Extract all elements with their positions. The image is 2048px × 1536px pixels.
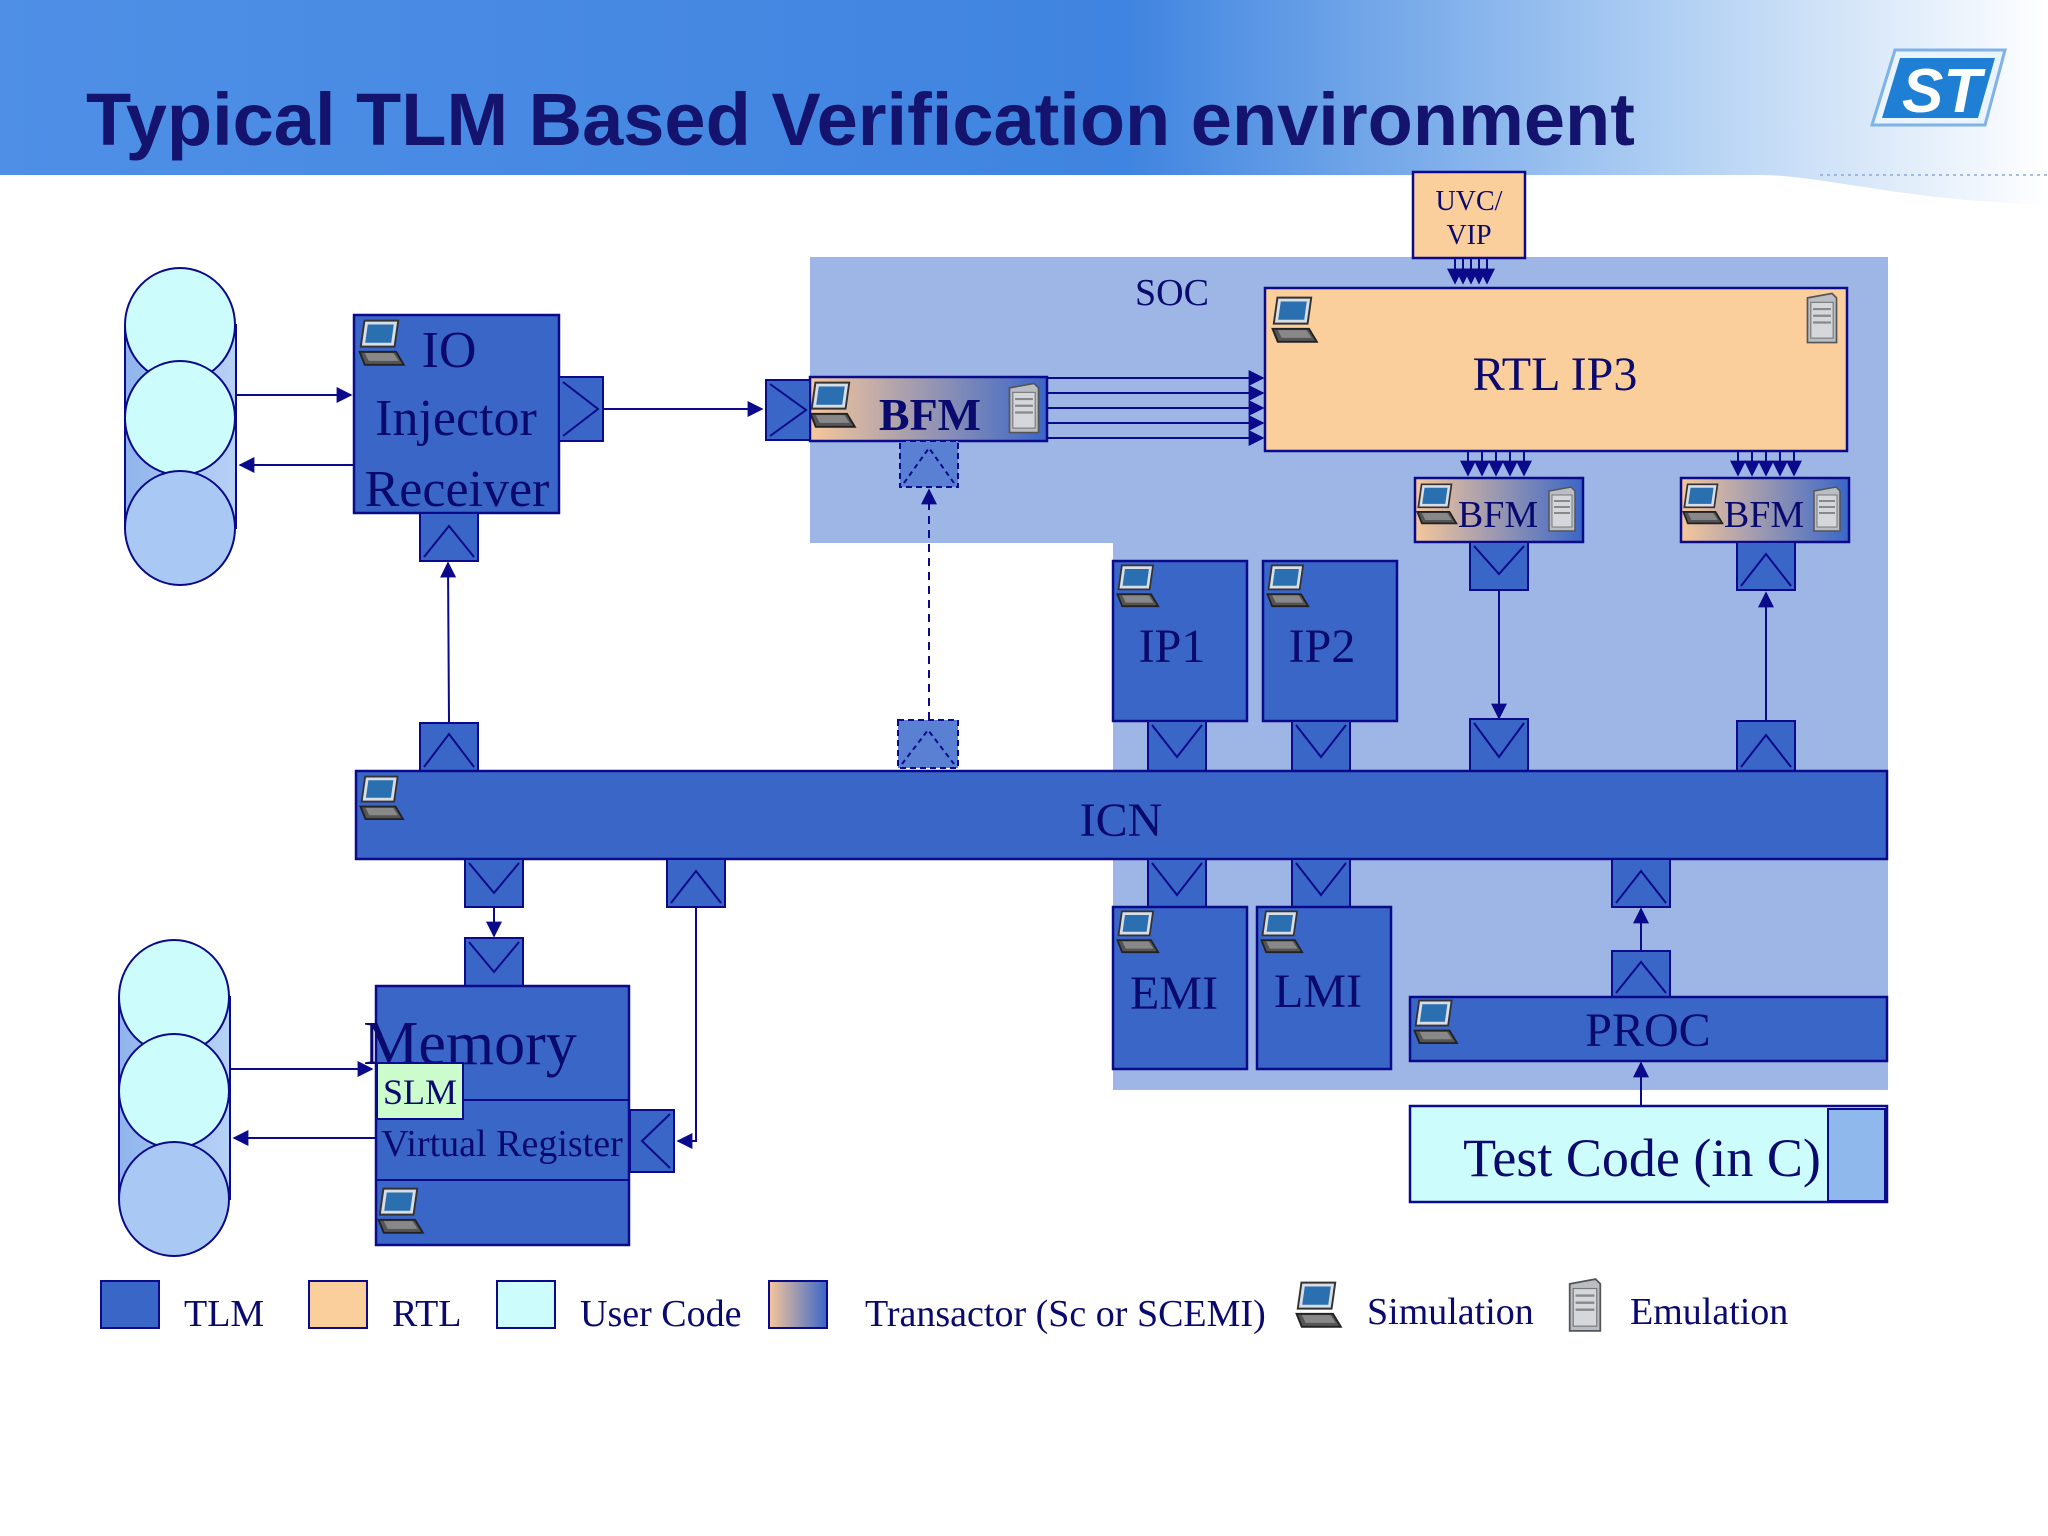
ip1-label: IP1 bbox=[1139, 620, 1206, 673]
test-code-label: Test Code (in C) bbox=[1463, 1128, 1821, 1188]
vip-label: VIP bbox=[1446, 220, 1491, 251]
lmi-label: LMI bbox=[1274, 965, 1362, 1018]
emulation-server-icon bbox=[1547, 485, 1577, 533]
bfm-main-label: BFM bbox=[879, 389, 981, 440]
page-title: Typical TLM Based Verification environme… bbox=[86, 78, 1635, 161]
bfm-to-rtl-arrows bbox=[1047, 370, 1265, 446]
bfm-main-port bbox=[765, 379, 811, 441]
st-logo-text: ST bbox=[1902, 57, 1986, 126]
legend-swatch-tlm bbox=[100, 1280, 160, 1329]
legend-simulation-label: Simulation bbox=[1367, 1291, 1534, 1333]
memory-right-port bbox=[629, 1109, 675, 1173]
receiver-label: Receiver bbox=[365, 461, 550, 518]
icn-to-io-link bbox=[440, 561, 457, 724]
io-injector-block: IO Injector Receiver bbox=[352, 313, 561, 518]
memory-top-port bbox=[464, 937, 524, 987]
uvc-label: UVC/ bbox=[1436, 186, 1503, 217]
legend: TLM RTL User Code Transactor (Sc or SCEM… bbox=[100, 1277, 1788, 1335]
icn-bottom-ports bbox=[464, 858, 1671, 908]
memory-block: Memory SLM Virtual Register bbox=[363, 984, 631, 1247]
virtual-register-label: Virtual Register bbox=[381, 1123, 623, 1165]
legend-simulation-laptop-icon bbox=[1295, 1281, 1342, 1328]
legend-user-code-label: User Code bbox=[580, 1293, 741, 1335]
rtl-to-bfm-arrows bbox=[1460, 451, 1802, 477]
icn-dashed-port bbox=[897, 719, 959, 769]
legend-rtl-label: RTL bbox=[392, 1293, 462, 1335]
icn-to-register-link bbox=[676, 907, 697, 1149]
emi-block: EMI bbox=[1111, 905, 1249, 1071]
emulation-server-icon bbox=[1806, 292, 1838, 344]
user-code-stack-bottom bbox=[118, 939, 231, 1257]
rtl-ip3-block: RTL IP3 bbox=[1263, 286, 1849, 453]
proc-label: PROC bbox=[1585, 1004, 1710, 1057]
legend-emulation-server-icon bbox=[1568, 1277, 1602, 1333]
io-label: IO bbox=[422, 322, 477, 379]
icn-bus: ICN bbox=[354, 769, 1889, 861]
test-code-block: Test Code (in C) bbox=[1408, 1104, 1889, 1204]
bfm-ip3-left: BFM bbox=[1413, 476, 1585, 544]
uvc-vip-box: UVC/ VIP bbox=[1411, 170, 1527, 260]
io-injector-right-port bbox=[558, 376, 604, 442]
ip2-label: IP2 bbox=[1289, 620, 1356, 673]
bfm-ip3-left-port bbox=[1469, 541, 1529, 591]
icn-top-ports bbox=[419, 718, 1796, 772]
injector-label: Injector bbox=[375, 390, 537, 447]
bfm-main: BFM bbox=[808, 375, 1049, 443]
slm-label: SLM bbox=[383, 1072, 457, 1112]
bfm-ip3-right-port bbox=[1736, 541, 1796, 591]
emi-label: EMI bbox=[1130, 967, 1218, 1020]
legend-transactor-label: Transactor (Sc or SCEMI) bbox=[865, 1293, 1266, 1335]
proc-block: PROC bbox=[1408, 995, 1889, 1063]
legend-swatch-rtl bbox=[308, 1280, 368, 1329]
bfm-ip3-right: BFM bbox=[1679, 476, 1851, 544]
legend-swatch-transactor bbox=[768, 1280, 828, 1329]
uvc-bus-arrows bbox=[1447, 258, 1495, 285]
bfm-ip3-right-label: BFM bbox=[1724, 494, 1804, 536]
lmi-block: LMI bbox=[1255, 905, 1393, 1071]
icn-label: ICN bbox=[1080, 794, 1163, 847]
header-banner bbox=[0, 0, 2048, 205]
legend-emulation-label: Emulation bbox=[1630, 1291, 1788, 1333]
bfm-ip3-left-label: BFM bbox=[1458, 494, 1538, 536]
ip2-block: IP2 bbox=[1261, 559, 1399, 723]
user-code-stack-top bbox=[124, 267, 237, 586]
proc-port bbox=[1611, 950, 1671, 998]
emulation-server-icon bbox=[1812, 485, 1842, 533]
io-injector-bottom-port bbox=[419, 512, 479, 562]
emulation-server-icon bbox=[1008, 382, 1040, 434]
rtl-ip3-label: RTL IP3 bbox=[1473, 348, 1638, 401]
bfm-dashed-port bbox=[899, 440, 959, 488]
soc-label: SOC bbox=[1135, 272, 1209, 314]
ip1-block: IP1 bbox=[1111, 559, 1249, 723]
legend-tlm-label: TLM bbox=[184, 1293, 264, 1335]
st-logo-icon: ST bbox=[1869, 48, 2007, 127]
legend-swatch-user-code bbox=[496, 1280, 556, 1329]
